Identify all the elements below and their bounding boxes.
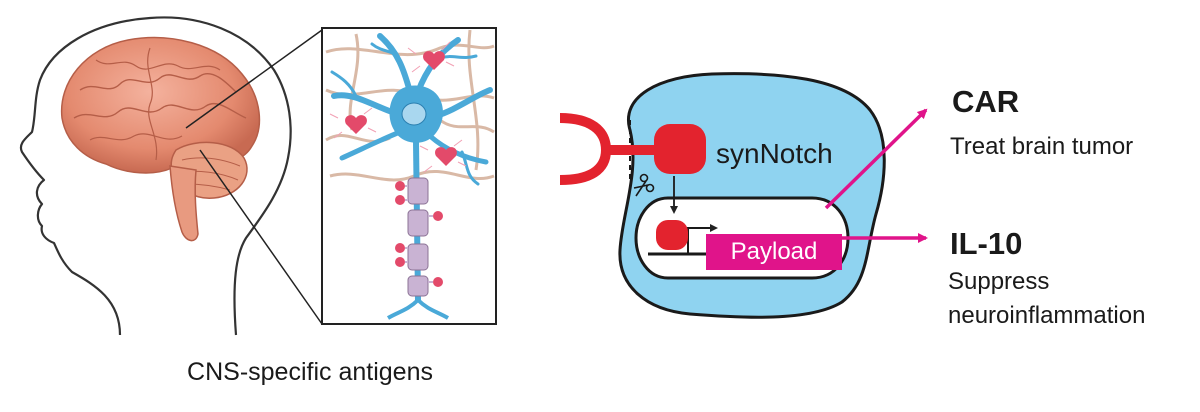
il10-title: IL-10 — [950, 226, 1023, 261]
synnotch-receptor — [559, 113, 706, 214]
payload-box — [706, 234, 842, 270]
car-arrow — [824, 108, 928, 210]
caption: CNS-specific antigens — [187, 358, 433, 386]
car-description: Treat brain tumor — [950, 133, 1134, 160]
brain-illustration — [60, 36, 261, 242]
engineered-t-cell — [618, 72, 886, 319]
head-illustration — [19, 16, 292, 336]
car-title: CAR — [952, 84, 1020, 119]
synnotch-label: synNotch — [716, 138, 833, 169]
payload-label: Payload — [730, 238, 818, 265]
neuron-panel — [321, 27, 497, 325]
il10-description-line1: Suppress — [948, 268, 1050, 295]
il10-description-line2: neuroinflammation — [948, 302, 1146, 329]
